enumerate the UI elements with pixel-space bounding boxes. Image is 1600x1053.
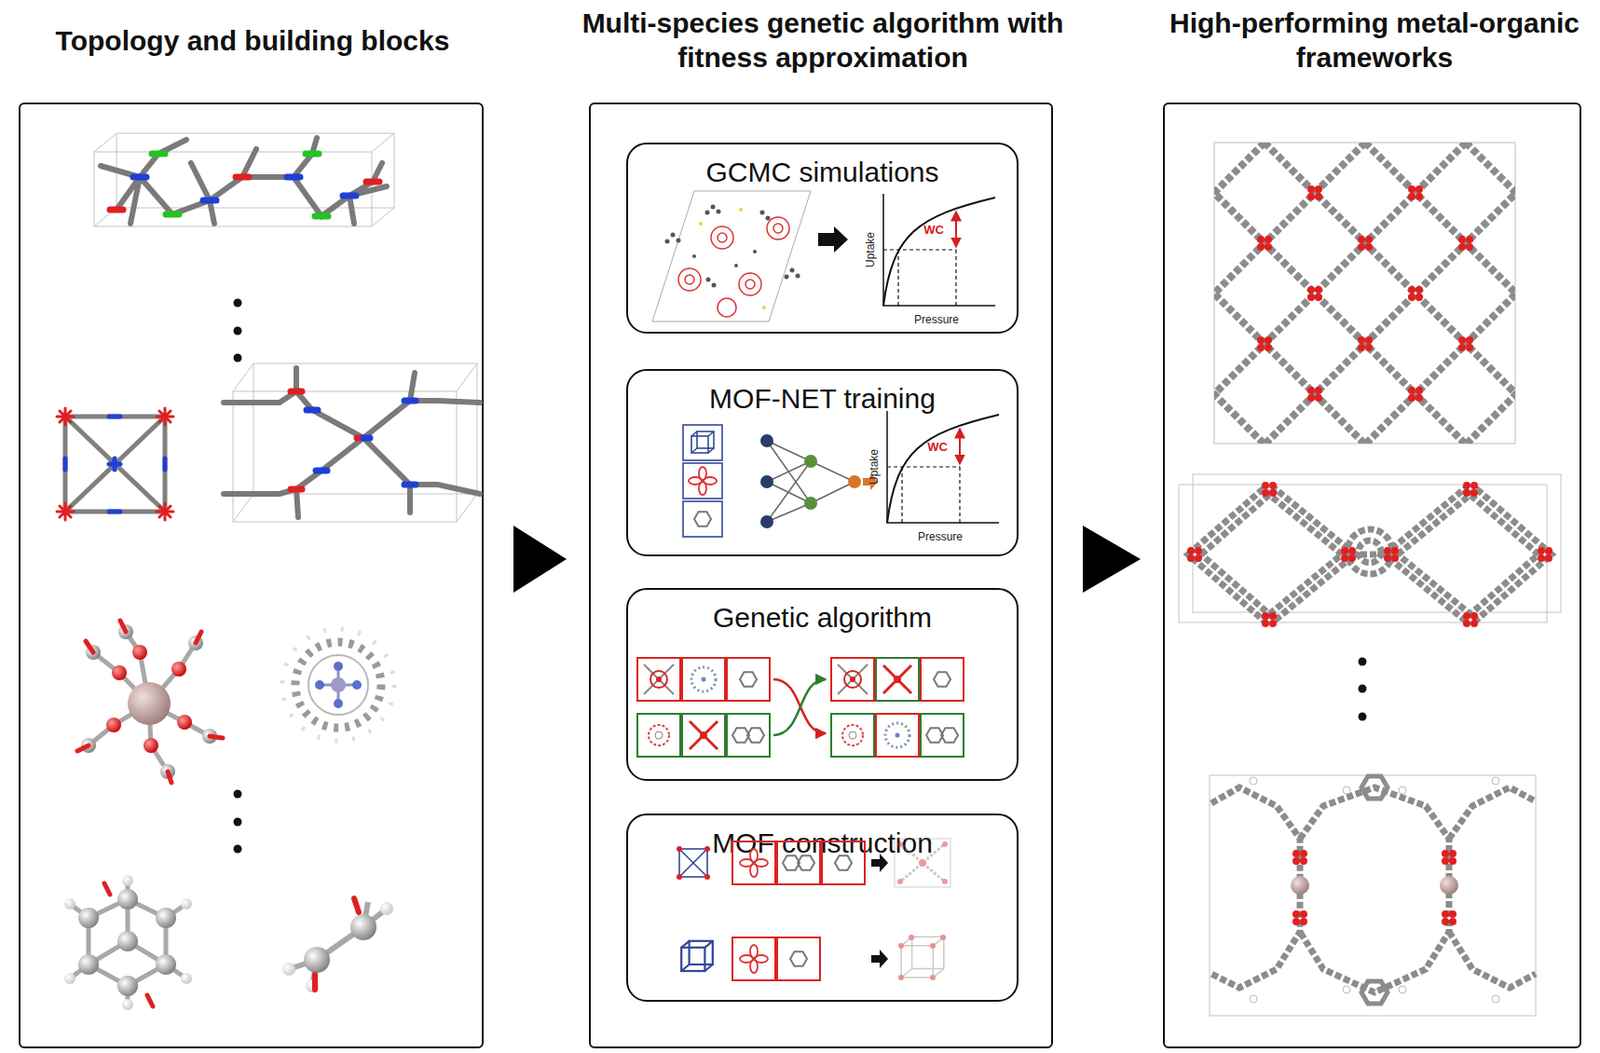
panel-heading: Topology and building blocks [0,5,505,75]
box-title: MOF-NET training [628,380,1017,418]
process-arrow [818,226,848,253]
ellipsis-dots [1358,657,1368,722]
ellipsis-dots [233,299,243,854]
box-title: Genetic algorithm [628,599,1017,637]
panel-heading: High-performing metal-organic frameworks [1150,5,1599,75]
process-box: MOF-NET training [626,369,1019,557]
porphyrin-linker [282,629,395,741]
crossover-arrows [773,679,826,736]
flow-arrow [513,525,567,593]
input-blocks [683,424,723,537]
block-icons [643,664,958,750]
process-box: MOF construction [626,813,1019,1002]
mof-structure [1209,775,1536,1016]
neural-network [760,434,878,529]
isotherm-chart [887,410,999,523]
process-box: GCMC simulations [626,142,1019,334]
arrow-head [1082,525,1141,593]
topology-net [56,408,174,520]
input-panel: Topology and building blocks [18,102,484,1049]
construction-scheme [676,838,951,981]
arrow-head [513,525,567,593]
topology-cell [223,363,480,522]
axis-label: Uptake [863,232,877,268]
process-box: Genetic algorithm [626,588,1019,781]
mof-structure [962,142,1600,444]
isotherm-chart [883,193,996,306]
axis-label: Uptake [867,449,881,485]
linker-molecule [64,875,192,1011]
flow-arrow [1082,525,1141,593]
working-capacity-label: WC [923,222,944,237]
simulation-cell [652,191,811,322]
axis-label: Pressure [914,313,959,327]
box-title: GCMC simulations [628,153,1017,192]
axis-label: Pressure [917,530,963,544]
metal-cluster [77,620,223,783]
box-title: MOF construction [628,824,1017,862]
output-panel: High-performing metal-organic frameworks [1162,102,1582,1049]
chromosome-blocks [637,657,964,757]
working-capacity-label: WC [927,439,948,454]
method-panel: Multi-species genetic algorithm with fit… [588,102,1053,1049]
panel-heading: Multi-species genetic algorithm with fit… [561,5,1084,75]
crystal-structure [94,133,395,227]
mof-structure [1178,474,1561,628]
linker-molecule [282,898,394,993]
